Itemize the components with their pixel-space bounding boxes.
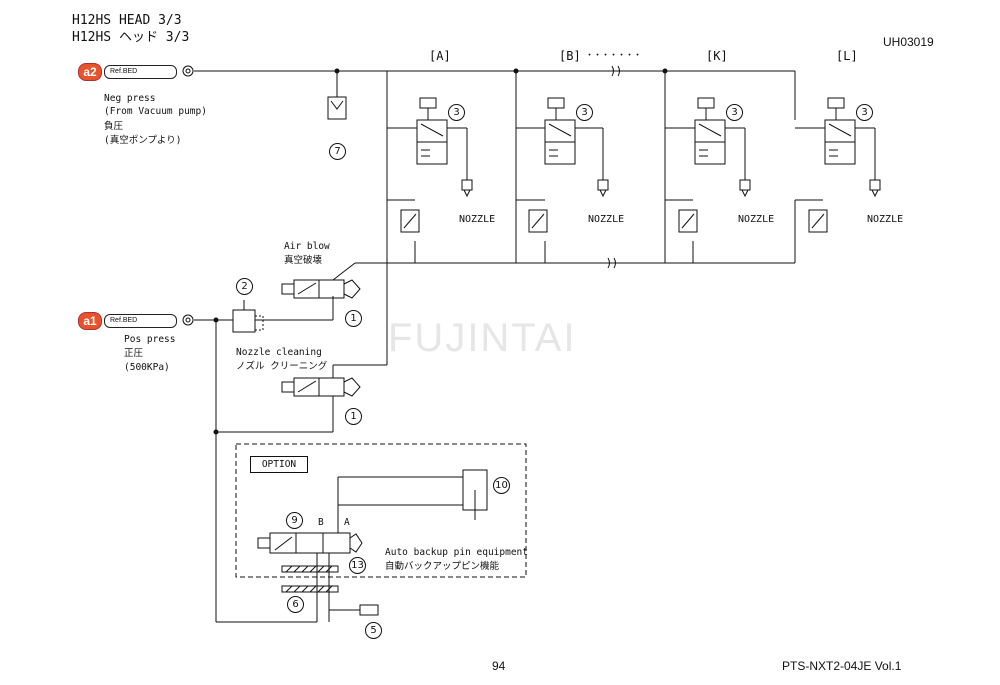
a2-label-en-2: (From Vacuum pump) <box>104 106 207 117</box>
part-number-7: 7 <box>329 143 346 160</box>
input-badge-a1: a1 <box>78 312 102 330</box>
a2-label-jp-1: 負圧 <box>104 121 124 132</box>
drawing-code: UH03019 <box>883 35 934 49</box>
part-number-9: 9 <box>286 512 303 529</box>
nozzle-label-b: NOZZLE <box>588 214 625 225</box>
part-number-6: 6 <box>287 596 304 613</box>
column-b: [B] <box>559 49 581 63</box>
nozzle-label-l: NOZZLE <box>867 214 904 225</box>
port-b-label: B <box>318 517 324 528</box>
nozzle-cleaning-label-en: Nozzle cleaning <box>236 347 322 358</box>
column-a: [A] <box>429 49 451 63</box>
part-number-3-l: 3 <box>856 104 873 121</box>
part-number-13: 13 <box>349 557 366 574</box>
ref-bed-a1-label: Ref.BED <box>110 317 138 324</box>
air-blow-label-jp: 真空破壊 <box>284 255 323 266</box>
part-number-3-b: 3 <box>576 104 593 121</box>
part-number-1-b: 1 <box>345 408 362 425</box>
ref-bed-a2-label: Ref.BED <box>110 68 138 75</box>
column-k: [K] <box>706 49 728 63</box>
nozzle-cleaning-label-jp: ノズル クリーニング <box>236 361 328 372</box>
a2-label-jp-2: (真空ポンプより) <box>104 135 182 146</box>
nozzle-label-a: NOZZLE <box>459 214 496 225</box>
a1-label-en: Pos press <box>124 334 176 345</box>
ref-bed-a1: Ref.BED <box>104 314 177 328</box>
option-desc-en: Auto backup pin equipment <box>385 547 528 558</box>
part-number-3-a: 3 <box>448 104 465 121</box>
part-number-5: 5 <box>365 622 382 639</box>
a1-label-kpa: (500KPa) <box>124 362 170 373</box>
watermark: FUJINTAI <box>388 316 577 360</box>
column-l: [L] <box>836 49 858 63</box>
nozzle-label-k: NOZZLE <box>738 214 775 225</box>
column-ellipsis: ・・・・・・・ <box>585 51 642 61</box>
ref-bed-a2: Ref.BED <box>104 65 177 79</box>
part-number-2: 2 <box>236 278 253 295</box>
title-line-2: H12HS ヘッド 3/3 <box>72 30 190 45</box>
document-id: PTS-NXT2-04JE Vol.1 <box>782 659 902 673</box>
option-label: OPTION <box>250 456 308 473</box>
a2-label-en-1: Neg press <box>104 93 156 104</box>
part-number-3-k: 3 <box>726 104 743 121</box>
page-number: 94 <box>492 659 506 673</box>
option-desc-jp: 自動バックアップピン機能 <box>385 561 500 572</box>
port-a-label: A <box>344 517 350 528</box>
part-number-10: 10 <box>493 477 510 494</box>
part-number-1-a: 1 <box>345 310 362 327</box>
a1-label-jp: 正圧 <box>124 348 144 359</box>
air-blow-label-en: Air blow <box>284 241 330 252</box>
title-line-1: H12HS HEAD 3/3 <box>72 13 182 28</box>
input-badge-a2: a2 <box>78 63 102 81</box>
